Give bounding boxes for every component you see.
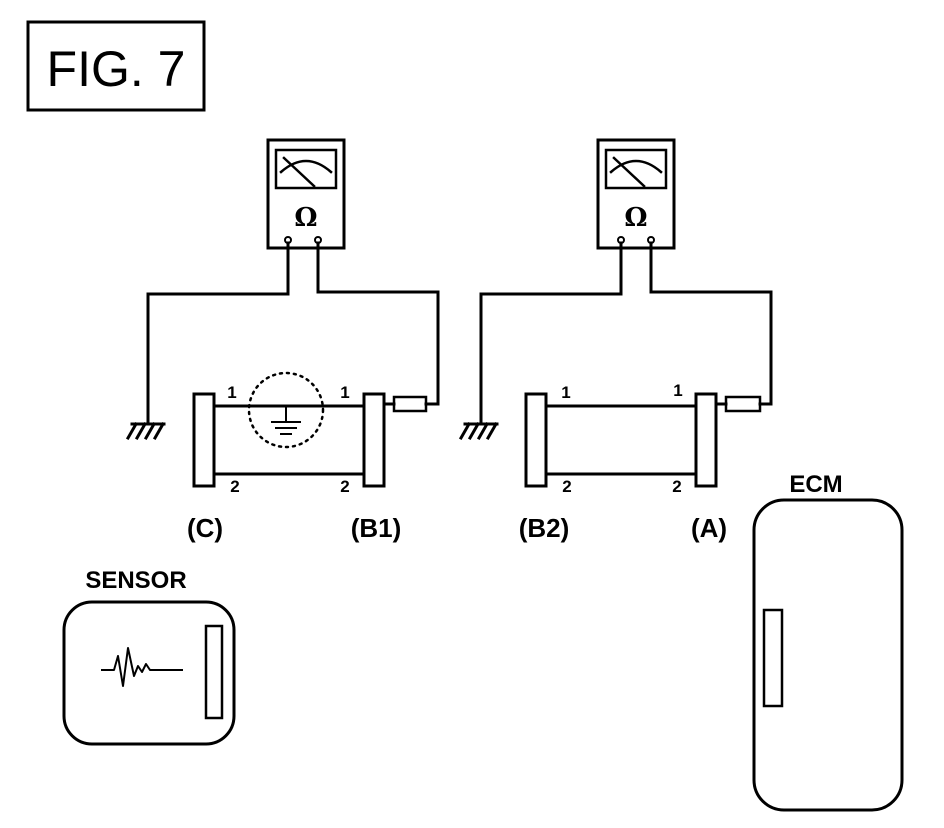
probe-leads-left [146,241,440,424]
connector-label-b2: (B2) [519,513,570,543]
sensor-connector-port [204,624,224,720]
harness-left: 1 1 2 2 [192,371,428,496]
probe-connector [724,395,762,413]
connector-label-c: (C) [187,513,223,543]
ohmmeter-left-body [266,138,346,250]
ecm-connector-port [762,608,784,708]
ecm-body [752,498,904,812]
connector-c [192,392,216,488]
sensor-label: SENSOR [85,567,186,594]
figure-title-box: FIG. 7 [26,20,206,112]
probe-leads-right [479,241,773,424]
harness-right: 1 1 2 2 [524,381,762,496]
connector-b2 [524,392,548,488]
pin-label: 2 [562,477,571,496]
short-to-ground-icon [247,371,325,449]
figure-title: FIG. 7 [47,41,186,97]
ohmmeter-right-body [596,138,676,250]
ecm-unit [752,498,904,812]
pin-label: 2 [230,477,239,496]
ecm-label: ECM [789,471,842,498]
ohm-symbol: Ω [624,203,647,233]
ohmmeter-right: Ω [596,138,676,250]
ohm-symbol: Ω [294,203,317,233]
connector-label-a: (A) [691,513,727,543]
pin-label: 1 [340,383,349,402]
meter-dial-icon [604,148,668,190]
pin-label: 1 [227,383,236,402]
sensor-body [62,600,236,746]
probe-connector [392,395,428,413]
pin-label: 1 [673,381,682,400]
pin-label: 2 [672,477,681,496]
connector-b1 [362,392,386,488]
chassis-ground-icon [458,421,499,441]
sensor-unit [62,600,236,746]
connector-a [694,392,718,488]
pin-label: 2 [340,477,349,496]
chassis-ground-icon [125,421,166,441]
sensor-waveform-icon [101,647,183,687]
pin-label: 1 [561,383,570,402]
ohmmeter-left: Ω [266,138,346,250]
connector-label-b1: (B1) [351,513,402,543]
meter-dial-icon [274,148,338,190]
